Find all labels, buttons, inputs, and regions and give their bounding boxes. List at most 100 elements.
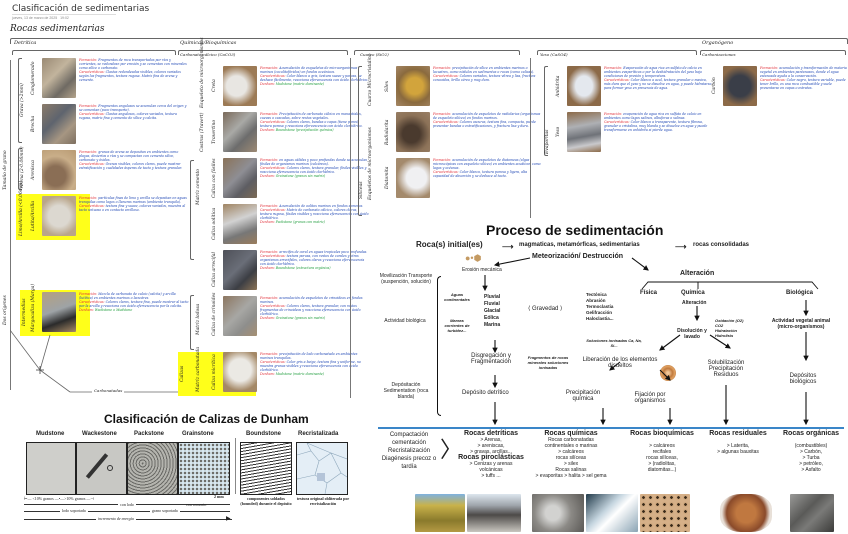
dunham-divider (235, 438, 236, 494)
rock-photo[interactable] (42, 196, 76, 236)
rock-card: Caliza micrítica Formación: precipitació… (212, 352, 370, 392)
photo-rock-salt[interactable] (532, 494, 584, 532)
rock-photo[interactable] (396, 66, 430, 106)
rock-photo[interactable] (223, 66, 257, 106)
depositos-biologicos: Depósitos biológicos (789, 373, 817, 385)
rock-card: Diatomita Formación: acumulación de esqu… (385, 158, 543, 198)
rock-name: Caliza arrecifal (212, 252, 217, 288)
rock-type-title: Rocas residuales (709, 430, 767, 437)
rock-card: Brecha Formación: Fragmentos angulosos s… (31, 104, 189, 144)
label-matriz-carbonatada: Matriz carbonatada (196, 346, 201, 392)
rock-type-line: > Cenizas y arenas (469, 461, 513, 467)
physical-item: Termoclastia (586, 304, 614, 309)
rock-photo[interactable] (223, 250, 257, 290)
rock-type-line: continentales o marinas (544, 443, 598, 449)
cuarzo-frame (354, 50, 520, 55)
section-carbonizacion: Carbonizaciones (702, 52, 736, 57)
rock-type-line: > evaporitas > halita > sel gema (535, 473, 607, 479)
rock-type-line: > Turba (802, 455, 820, 461)
process-title: Proceso de sedimentación (486, 222, 664, 238)
rock-photo[interactable] (42, 292, 76, 332)
rock-photo[interactable] (223, 158, 257, 198)
recristalizada-note: textura original obliterada por recrista… (296, 496, 350, 506)
rock-name: Conglomerado (31, 61, 36, 95)
rock-card: Travertino Formación: Precipitación de c… (212, 112, 370, 152)
rock-photo[interactable] (223, 112, 257, 152)
rock-photo[interactable] (223, 296, 257, 336)
rock-photo[interactable] (223, 204, 257, 244)
rock-card: Caliza arrecifal Formación: arrecifes de… (212, 250, 370, 290)
rock-type-line: > tuffs ... (481, 473, 501, 479)
dunham-soportada-rule (24, 511, 230, 512)
dunham-con-cemento: con cemento (186, 502, 207, 507)
solubilizacion-label: Solubilización Precipitación Residuos (707, 360, 745, 378)
rock-name: Yeso (556, 126, 561, 138)
deposito-detritico: Depósito detrítico (462, 390, 509, 396)
photo-reef-limestone[interactable] (640, 494, 690, 532)
label-calizas: Calizas (180, 365, 185, 383)
gravedad-text: Gravedad (532, 306, 559, 312)
alteracion-label: Alteración (680, 270, 715, 277)
note-text: <10% granos (32, 496, 54, 501)
disolucion-label: Disolución y lavado (677, 328, 707, 340)
rock-name: Diatomita (385, 166, 390, 190)
stage-depositacion: Depósitación Sedimentation (roca blanda) (383, 382, 429, 400)
arrow-meteor-erosion (493, 257, 531, 267)
rock-name: Brecha (31, 115, 36, 133)
label-cuarzo-micro: Cuarzo Microcristalino (368, 53, 373, 106)
arrow-meteor-alteracion (631, 257, 649, 271)
rock-photo[interactable] (396, 112, 430, 152)
rock-description: Formación: acumulación y transformación … (760, 66, 847, 90)
photo-volcanic-ash[interactable] (467, 494, 521, 532)
carbonato-frame (178, 50, 348, 55)
initial-rocks: Roca(s) initial(es) (416, 240, 483, 249)
rock-name: Radiolarita (385, 119, 390, 145)
dunham-lodo-soportada: lodo soportada (60, 508, 88, 513)
rock-description: Formación: acumulación de esqueletos de … (433, 112, 541, 128)
consolidated-rocks: rocas consolidadas (693, 242, 750, 248)
dunham-panel-packstone (127, 442, 178, 495)
stage-actividad: Actividad biológica (384, 318, 426, 324)
photo-desert-cliff[interactable] (415, 494, 465, 532)
photo-fossil-coal[interactable] (790, 494, 834, 532)
photo-laterite[interactable] (720, 494, 772, 532)
diagenesis-divider (378, 427, 844, 429)
label-intermedias: Intermedias (22, 298, 27, 326)
rock-type-line: > gravas, arcillas... (470, 449, 512, 455)
rock-photo[interactable] (223, 352, 257, 392)
label-carbonatadas-link: Carbonatadas (92, 388, 125, 393)
dunham-lt10: ⊢— <10% granos —•—>10% granos —⊣ (24, 496, 94, 501)
grava-bracket (18, 58, 22, 143)
rock-photo[interactable] (567, 112, 601, 152)
gravedad-label: ⟨ Gravedad ⟩ (528, 306, 563, 312)
arena-bracket (18, 148, 22, 190)
label-matriz-lodosa: Matriz lodosa (196, 303, 201, 335)
rock-photo[interactable] (396, 158, 430, 198)
rock-photo[interactable] (567, 66, 601, 106)
rock-description: Formación: precipitación de lodo carbona… (260, 352, 361, 376)
boundstone-note: componentes soldados (bounded) durante e… (240, 496, 292, 506)
oxidacion-item: Hidratación (715, 328, 738, 333)
biologica-label: Biológica (786, 290, 814, 296)
rock-photo[interactable] (723, 66, 757, 106)
rock-photo[interactable] (42, 104, 76, 144)
agent-item: Fluvial (484, 301, 500, 307)
fisica-label: Física (640, 290, 658, 296)
rock-description: Formación: precipitación de sílice en am… (433, 66, 536, 82)
section-organogeno: Organógeno (702, 40, 734, 46)
rock-type-line: diatomitas...) (647, 467, 677, 473)
dunham-type-label: Wackestone (82, 431, 117, 437)
grain-size-axis (10, 60, 11, 390)
photo-halite-crystal[interactable] (586, 494, 638, 532)
section-yeso: Yeso (CaSO4) (540, 52, 568, 57)
rock-type-title: Rocas detríticas (463, 430, 519, 437)
rock-type-line: Rocas salinas (555, 467, 587, 473)
rock-photo[interactable] (42, 58, 76, 98)
rock-type-title: Rocas orgánicas (782, 430, 840, 437)
rock-description: Formación: Fragmentos angulosos se acumu… (79, 104, 187, 120)
agent-item: Marina (484, 322, 501, 328)
dunham-type-label: Grainstone (182, 431, 214, 437)
rock-description: Formación: Precipitación de carbonato cá… (260, 112, 363, 132)
rock-photo[interactable] (42, 150, 76, 190)
rock-type-line: > (radiolitas, (648, 461, 676, 467)
